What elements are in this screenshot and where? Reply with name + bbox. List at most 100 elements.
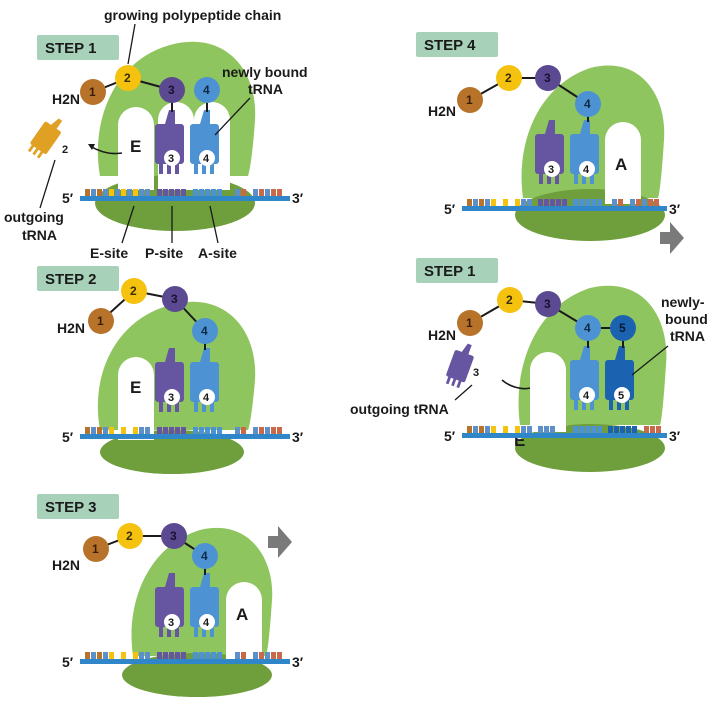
svg-text:3: 3 <box>544 71 551 85</box>
five-prime-label: 5′ <box>444 201 456 217</box>
svg-text:1: 1 <box>466 316 473 330</box>
trna-number: 5 <box>618 390 624 402</box>
amino-acid-3 <box>162 286 188 312</box>
n-terminus-label: H2N <box>428 327 456 343</box>
svg-text:5: 5 <box>619 321 626 335</box>
amino-acid-3 <box>161 523 187 549</box>
mrna <box>462 199 667 211</box>
five-prime-label: 5′ <box>62 190 74 206</box>
site-letter: E <box>514 431 525 450</box>
amino-acid-4 <box>575 91 601 117</box>
newly-bound-alt-line3: tRNA <box>670 328 705 344</box>
e-site-pocket <box>530 352 566 432</box>
trna-number: 3 <box>168 617 174 629</box>
a-site-pocket <box>226 582 262 660</box>
step-badge <box>416 258 498 283</box>
svg-text:3: 3 <box>170 529 177 543</box>
amino-acid-1 <box>80 79 106 105</box>
amino-acid-3 <box>535 291 561 317</box>
amino-acid-2 <box>496 65 522 91</box>
amino-acid-3 <box>159 77 185 103</box>
trna-number: 2 <box>62 144 68 156</box>
svg-text:4: 4 <box>584 321 591 335</box>
three-prime-label: 3′ <box>292 654 304 670</box>
panel-step1-repeat: STEP 1 E 5′ 3′ 4 5 1 2 3 <box>350 258 708 472</box>
n-terminus-label: H2N <box>52 91 80 107</box>
amino-acid-4 <box>192 318 218 344</box>
trna-number: 3 <box>168 392 174 404</box>
mrna <box>80 652 290 664</box>
amino-acid-2 <box>121 278 147 304</box>
svg-text:2: 2 <box>505 71 512 85</box>
trna-number: 3 <box>473 367 479 379</box>
outgoing-trna-label: outgoing tRNA <box>350 401 449 417</box>
outgoing-label-line1: outgoing <box>4 209 64 225</box>
arrow-right-icon <box>268 526 292 558</box>
mrna <box>80 189 290 201</box>
svg-text:4: 4 <box>584 97 591 111</box>
newly-bound-alt-line2: bound <box>665 311 708 327</box>
amino-acid-3 <box>535 65 561 91</box>
five-prime-label: 5′ <box>62 654 74 670</box>
site-letter: A <box>236 605 248 624</box>
n-terminus-label: H2N <box>428 103 456 119</box>
svg-text:2: 2 <box>124 71 131 85</box>
step-badge <box>37 266 119 291</box>
amino-acid-2 <box>117 523 143 549</box>
step-label: STEP 2 <box>45 271 96 288</box>
n-terminus-label: H2N <box>57 320 85 336</box>
e-site-label: E-site <box>90 245 128 261</box>
panel-step1-top: STEP 1 E 5′ 3′ 3 4 <box>4 7 308 261</box>
svg-text:1: 1 <box>466 93 473 107</box>
site-letter: E <box>130 137 141 156</box>
newly-bound-label-line1: newly bound <box>222 64 308 80</box>
arrow-right-icon <box>660 222 684 254</box>
svg-text:2: 2 <box>130 284 137 298</box>
newly-bound-alt-line1: newly- <box>661 294 705 310</box>
growing-chain-label: growing polypeptide chain <box>104 7 281 23</box>
step-label: STEP 1 <box>424 263 475 280</box>
panel-step2: STEP 2 E 5′ 3′ 3 4 1 2 3 <box>37 266 304 474</box>
svg-text:4: 4 <box>201 549 208 563</box>
trna-number: 4 <box>203 153 210 165</box>
svg-text:3: 3 <box>168 83 175 97</box>
ribosome-small-subunit <box>100 430 244 474</box>
three-prime-label: 3′ <box>669 428 681 444</box>
svg-text:1: 1 <box>92 542 99 556</box>
amino-acid-5 <box>610 315 636 341</box>
trna-number: 4 <box>203 617 210 629</box>
trna-number: 3 <box>168 153 174 165</box>
site-letter: A <box>615 155 627 174</box>
a-site-label: A-site <box>198 245 237 261</box>
three-prime-label: 3′ <box>292 429 304 445</box>
outgoing-trna <box>443 340 478 390</box>
e-site-pocket <box>118 107 154 190</box>
svg-text:1: 1 <box>97 314 104 328</box>
amino-acid-4 <box>575 315 601 341</box>
a-site-pocket <box>605 122 641 204</box>
three-prime-label: 3′ <box>669 201 681 217</box>
panel-step4: STEP 4 A 5′ 3′ 3 4 1 2 3 <box>416 32 684 254</box>
e-site-pocket <box>118 357 154 440</box>
mrna <box>462 426 667 438</box>
trna-number: 3 <box>548 164 554 176</box>
trna-number: 4 <box>583 390 590 402</box>
trna-number: 4 <box>203 392 210 404</box>
five-prime-label: 5′ <box>62 429 74 445</box>
amino-acid-1 <box>83 536 109 562</box>
svg-text:4: 4 <box>201 324 208 338</box>
amino-acid-1 <box>457 87 483 113</box>
step-badge <box>37 494 119 519</box>
step-badge <box>416 32 498 57</box>
amino-acid-2 <box>497 287 523 313</box>
n-terminus-label: H2N <box>52 557 80 573</box>
amino-acid-1 <box>457 310 483 336</box>
step-badge <box>37 35 119 60</box>
ribosome-small-subunit <box>515 189 665 241</box>
amino-acid-1 <box>88 308 114 334</box>
svg-text:3: 3 <box>544 297 551 311</box>
svg-text:1: 1 <box>89 85 96 99</box>
step-label: STEP 1 <box>45 40 96 57</box>
amino-acid-2 <box>115 65 141 91</box>
